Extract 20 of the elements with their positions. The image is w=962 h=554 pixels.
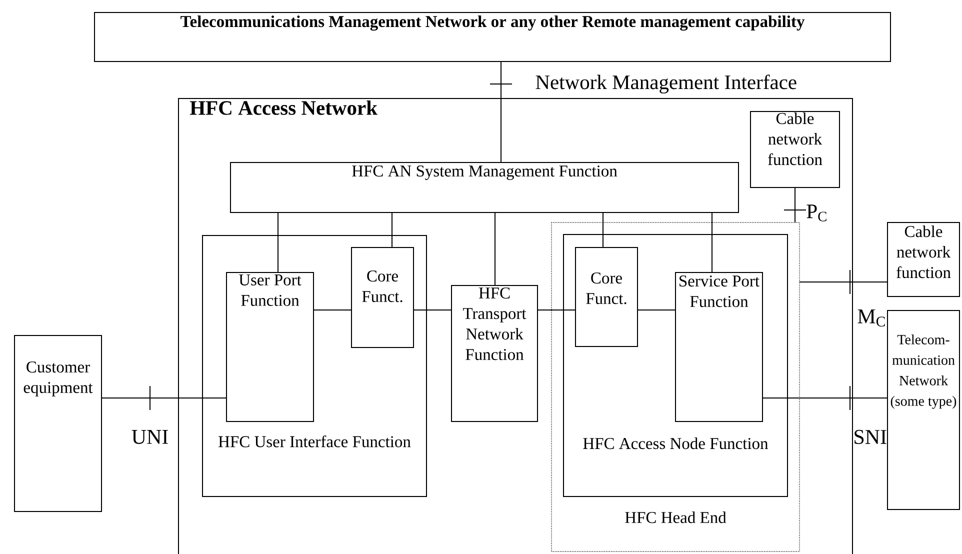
network-box: Telecom-munication Network (some type) [887, 310, 960, 510]
interface-label: P$_{C}$ [806, 204, 826, 222]
interface-label: SNI [854, 430, 886, 444]
interface-label: UNI [132, 430, 168, 444]
connector-line [500, 61, 502, 163]
function-box: Service Port Function [675, 272, 763, 422]
management-box: Telecommunications Management Network or any other Remote management capability [94, 12, 891, 62]
equipment-box: Customer equipment [14, 335, 102, 512]
interface-label: Network Management Interface [536, 74, 796, 94]
function-box: Core Funct. [575, 247, 638, 347]
connector-line [494, 212, 496, 286]
connector-line [602, 212, 604, 248]
connector-line [794, 187, 796, 223]
function-box: HFC AN System Management Function [230, 162, 739, 213]
function-box: Cable network function [887, 222, 960, 297]
function-box: Cable network function [750, 111, 840, 188]
function-box: Core Funct. [351, 247, 414, 348]
interface-label: M$_{C}$ [858, 310, 885, 326]
function-box: HFC Transport Network Function [451, 285, 538, 422]
function-box: User Port Function [226, 272, 314, 422]
